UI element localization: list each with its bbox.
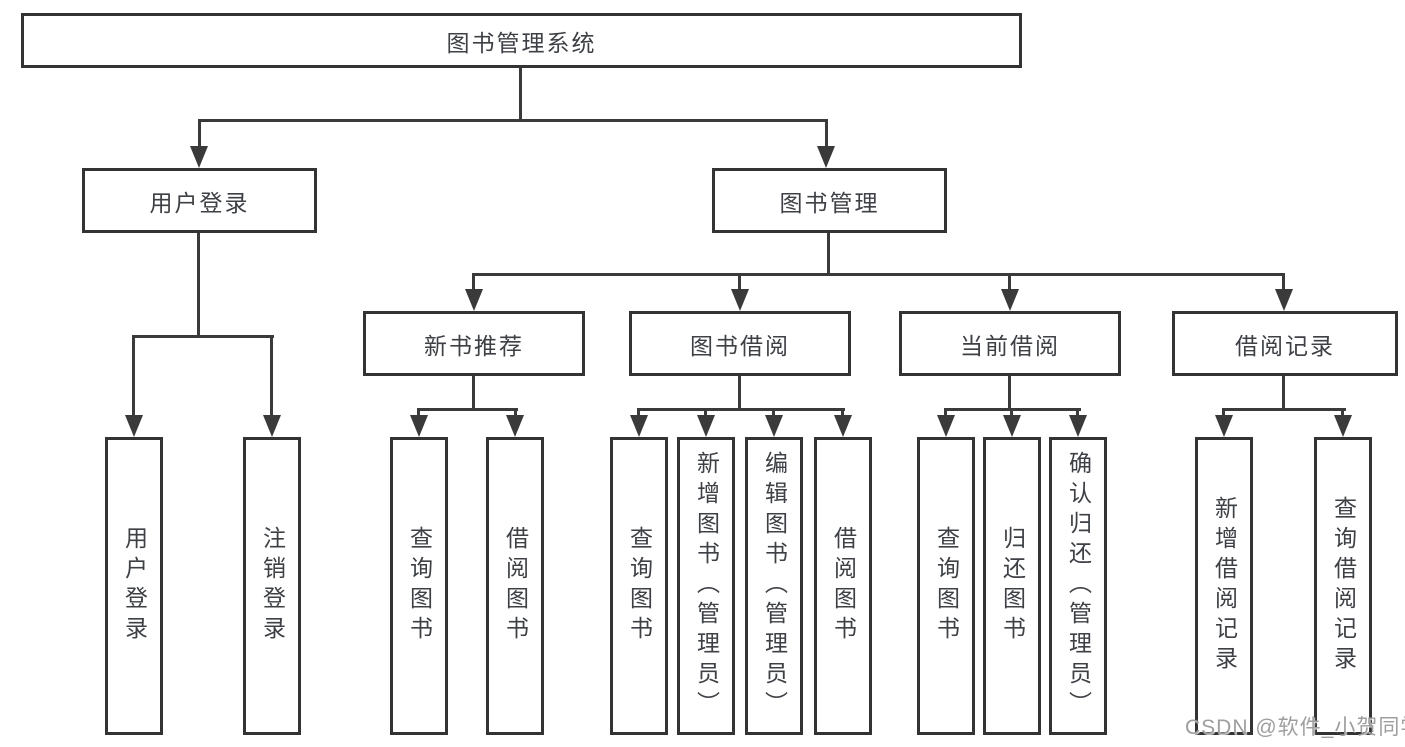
connector-line [827,233,830,275]
node-current-borrow-label: 当前借阅 [960,332,1060,359]
connector-line [132,335,135,417]
connector-line [637,408,640,418]
connector-line [738,273,741,293]
leaf-query-book-borrow-label: 查询图书 [626,526,653,646]
node-new-book-recommend: 新书推荐 [363,311,585,376]
watermark: CSDN @软件_小贺同学 [1185,716,1405,739]
arrow-down-icon [465,289,483,311]
node-book-management: 图书管理 [712,168,947,233]
node-root-system: 图书管理系统 [21,13,1022,68]
node-user-login-label: 用户登录 [149,189,250,216]
leaf-return-book: 归还图书 [983,437,1041,735]
connector-line [133,335,274,338]
leaf-edit-book-admin-label: 编辑图书（管理员） [761,451,788,721]
arrow-down-icon [506,415,524,437]
leaf-confirm-return-admin: 确认归还（管理员） [1049,437,1107,735]
arrow-down-icon [125,415,143,437]
node-book-borrow: 图书借阅 [629,311,851,376]
connector-line [772,408,775,418]
arrow-down-icon [1003,415,1021,437]
leaf-add-borrow-record: 新增借阅记录 [1195,437,1253,735]
arrow-down-icon [410,415,428,437]
leaf-user-login-label: 用户登录 [121,526,148,646]
connector-line [1008,376,1011,410]
arrow-down-icon [1001,289,1019,311]
connector-line [1076,408,1079,418]
arrow-down-icon [765,415,783,437]
leaf-borrow-book-recommend-label: 借阅图书 [502,526,529,646]
connector-line [472,273,475,293]
arrow-down-icon [731,289,749,311]
connector-line [1008,273,1011,293]
connector-line [637,408,845,411]
leaf-logout: 注销登录 [243,437,301,735]
arrow-down-icon [834,415,852,437]
connector-line [417,408,518,411]
leaf-confirm-return-admin-label: 确认归还（管理员） [1065,451,1092,721]
leaf-user-login: 用户登录 [105,437,163,735]
leaf-return-book-label: 归还图书 [999,526,1026,646]
arrow-down-icon [1215,415,1233,437]
leaf-query-book-recommend: 查询图书 [390,437,448,735]
connector-line [472,273,1285,276]
arrow-down-icon [697,415,715,437]
connector-line [417,408,420,418]
arrow-down-icon [1334,415,1352,437]
leaf-logout-label: 注销登录 [259,526,286,646]
leaf-add-book-admin: 新增图书（管理员） [677,437,735,735]
connector-line [704,408,707,418]
arrow-down-icon [630,415,648,437]
connector-line [198,119,828,122]
connector-line [197,233,200,337]
arrow-down-icon [263,415,281,437]
node-user-login: 用户登录 [82,168,317,233]
arrow-down-icon [1069,415,1087,437]
leaf-add-borrow-record-label: 新增借阅记录 [1211,496,1238,676]
arrow-down-icon [817,146,835,168]
leaf-query-borrow-record-label: 查询借阅记录 [1330,496,1357,676]
connector-line [1222,408,1346,411]
arrow-down-icon [190,146,208,168]
node-book-borrow-label: 图书借阅 [690,332,790,359]
connector-line [472,376,475,410]
connector-line [270,335,273,417]
node-current-borrow: 当前借阅 [899,311,1121,376]
connector-line [1222,408,1225,418]
connector-line [841,408,844,418]
arrow-down-icon [937,415,955,437]
leaf-query-book-borrow: 查询图书 [610,437,668,735]
connector-line [1282,376,1285,410]
connector-line [1282,273,1285,293]
node-root-label: 图书管理系统 [446,29,597,56]
connector-line [198,119,201,149]
connector-line [519,68,522,120]
leaf-query-borrow-record: 查询借阅记录 [1314,437,1372,735]
connector-line [514,408,517,418]
connector-line [1341,408,1344,418]
connector-line [825,119,828,149]
leaf-edit-book-admin: 编辑图书（管理员） [745,437,803,735]
arrow-down-icon [1275,289,1293,311]
connector-line [738,376,741,410]
connector-line [944,408,947,418]
leaf-add-book-admin-label: 新增图书（管理员） [693,451,720,721]
node-book-management-label: 图书管理 [779,189,880,216]
node-new-book-recommend-label: 新书推荐 [424,332,524,359]
node-borrow-records-label: 借阅记录 [1235,332,1335,359]
node-borrow-records: 借阅记录 [1172,311,1398,376]
leaf-query-book-current-label: 查询图书 [933,526,960,646]
leaf-query-book-current: 查询图书 [917,437,975,735]
leaf-borrow-book: 借阅图书 [814,437,872,735]
leaf-query-book-recommend-label: 查询图书 [406,526,433,646]
leaf-borrow-book-label: 借阅图书 [830,526,857,646]
connector-line [1010,408,1013,418]
leaf-borrow-book-recommend: 借阅图书 [486,437,544,735]
